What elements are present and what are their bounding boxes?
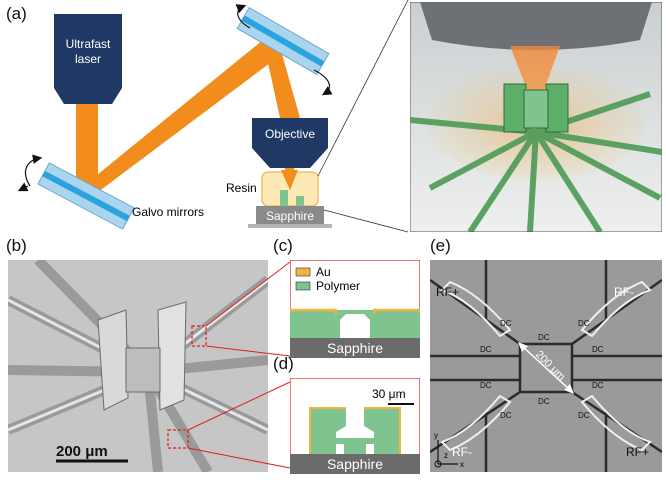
objective-label: Objective: [265, 127, 315, 141]
ultrafast-laser: Ultrafast laser: [54, 14, 122, 104]
rf-electrodes: [440, 280, 652, 452]
svg-text:DC: DC: [578, 319, 590, 328]
rf-plus-top: RF+: [436, 285, 459, 299]
svg-text:DC: DC: [592, 345, 604, 354]
panel-label-a: (a): [6, 4, 27, 23]
laser-label-1: Ultrafast: [66, 37, 111, 51]
svg-text:DC: DC: [592, 381, 604, 390]
rf-minus-top: RF-: [614, 285, 634, 299]
galvo-label: Galvo mirrors: [132, 205, 204, 219]
top-view-sem: 200 μm RF+ RF- RF- RF+ DC DC DC DC DC DC…: [430, 260, 662, 472]
legend-polymer: Polymer: [316, 279, 360, 293]
svg-text:x: x: [460, 460, 464, 469]
cross-section-d: 30 μm Sapphire: [290, 378, 420, 474]
galvo-mirror-bottom: [37, 162, 135, 230]
svg-text:DC: DC: [500, 319, 512, 328]
rotation-arrow-icon-4: [313, 69, 333, 96]
panel-label-b: (b): [6, 236, 27, 255]
sapphire-substrate-c: [290, 338, 420, 358]
laser-beam: [76, 40, 300, 192]
rf-plus-bottom: RF+: [626, 445, 649, 459]
svg-text:z: z: [444, 451, 448, 460]
trap-electrodes: [503, 83, 569, 133]
distance-arrow: [521, 345, 571, 391]
sem-electrode-right: [157, 301, 187, 411]
scale-label-d: 30 μm: [372, 387, 406, 401]
sem-electrode-left: [97, 309, 129, 411]
sapphire-substrate: [256, 206, 324, 224]
resin-label: Resin: [226, 181, 257, 195]
objective-lens: Objective: [252, 118, 328, 168]
svg-text:DC: DC: [538, 333, 550, 342]
electrode-arms: [410, 91, 662, 232]
render-inset: [410, 2, 662, 232]
sapphire-label-c: Sapphire: [327, 340, 383, 356]
laser-setup-schematic: Ultrafast laser Galvo mirrors Objective …: [17, 0, 409, 233]
rotation-arrow-icon: [25, 154, 43, 187]
svg-text:DC: DC: [538, 397, 550, 406]
cross-section-c: Au Polymer Sapphire: [290, 260, 420, 358]
sem-image: 200 μm: [8, 260, 268, 472]
zoom-line: [317, 0, 409, 177]
panel-label-c: (c): [273, 236, 293, 255]
galvo-mirror-top: [236, 6, 330, 76]
svg-text:DC: DC: [480, 381, 492, 390]
scale-bar-label: 200 μm: [56, 443, 108, 460]
sapphire-label-d: Sapphire: [327, 456, 383, 472]
svg-text:DC: DC: [480, 345, 492, 354]
zoom-line: [323, 209, 409, 233]
panel-label-d: (d): [273, 354, 294, 373]
svg-text:DC: DC: [578, 411, 590, 420]
axis-triad: y z x: [434, 431, 464, 469]
svg-text:y: y: [434, 431, 438, 440]
svg-text:DC: DC: [500, 411, 512, 420]
au-swatch: [295, 267, 311, 277]
sapphire-label: Sapphire: [266, 209, 314, 223]
sapphire-substrate-d: [290, 454, 420, 474]
rotation-arrow-icon-3: [235, 4, 251, 29]
zoom-box-d: [167, 429, 189, 449]
polymer-swatch: [295, 281, 311, 291]
panel-label-e: (e): [430, 236, 451, 255]
laser-label-2: laser: [75, 52, 101, 66]
rf-minus-bottom: RF-: [452, 445, 472, 459]
rotation-arrow-icon-2: [17, 182, 29, 192]
zoom-box-c: [191, 325, 207, 347]
dc-labels: DC DC DC DC DC DC DC DC DC DC: [480, 319, 604, 420]
legend-au: Au: [316, 265, 331, 279]
